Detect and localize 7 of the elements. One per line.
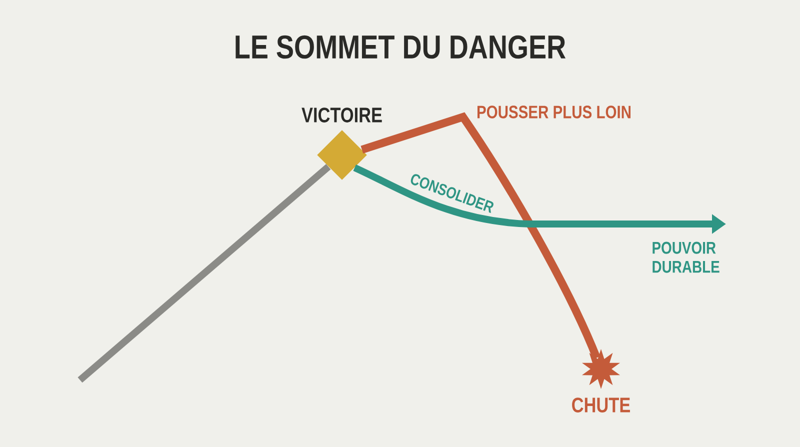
- node-label: CHUTE: [572, 398, 630, 412]
- edge-label: POUSSER PLUS LOIN: [476, 104, 632, 120]
- node-label: POUVOIR DURABLE: [652, 242, 720, 273]
- line: [78, 164, 331, 383]
- node-label: VICTOIRE: [302, 108, 382, 122]
- title: LE SOMMET DU DANGER: [236, 35, 566, 59]
- line: [360, 113, 600, 360]
